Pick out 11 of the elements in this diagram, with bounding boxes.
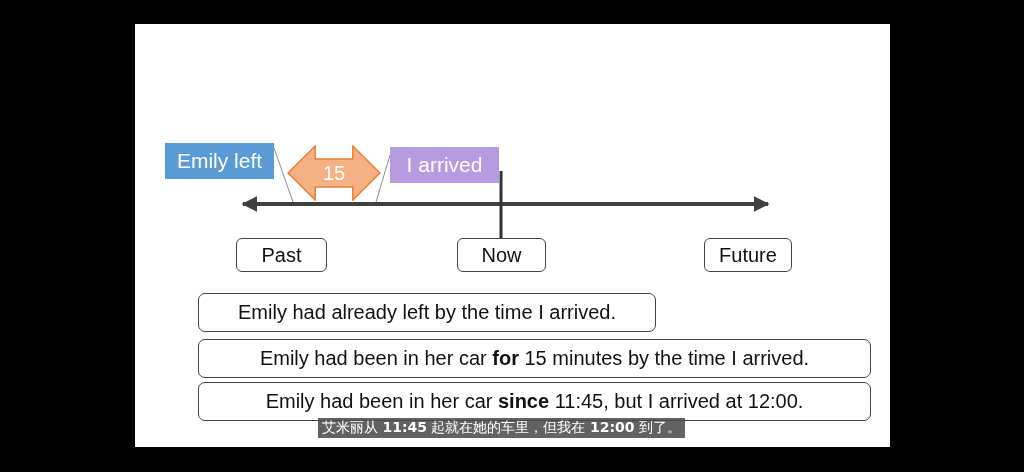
timeline-box: Future: [704, 238, 792, 272]
sentence-box: Emily had been in her car for 15 minutes by the time I arrived.: [198, 339, 871, 378]
sentence-box: Emily had already left by the time I arrived.: [198, 293, 656, 332]
timeline-box: Past: [236, 238, 327, 272]
double-arrow-shape: 15: [287, 145, 381, 201]
subtitle-caption: 艾米丽从 11:45 起就在她的车里，但我在 12:00 到了。: [318, 418, 685, 438]
connector-line: [499, 171, 503, 238]
event-label: I arrived: [390, 147, 499, 183]
timeline-box: Now: [457, 238, 546, 272]
event-label: Emily left: [165, 143, 274, 179]
leader-line: [375, 154, 391, 203]
